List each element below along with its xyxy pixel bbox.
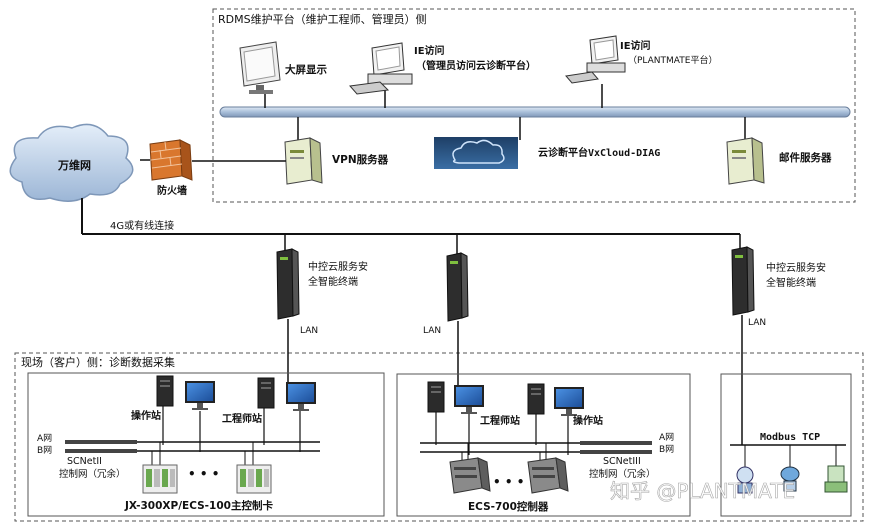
mid-net-b-label: B网 (659, 444, 674, 455)
bottom-zone-title: 现场（客户）侧：诊断数据采集 (21, 355, 175, 369)
engineer-station-2-icon (427, 381, 484, 414)
controller-card-2-icon (236, 464, 272, 494)
mid-net-a-bar (420, 441, 652, 445)
top-zone-title: RDMS维护平台（维护工程师、管理员）侧 (218, 12, 427, 26)
controller-card-1-icon (142, 464, 178, 494)
bottom-zone-frame (14, 352, 864, 522)
operator-station-2-icon (527, 383, 584, 416)
ecs700-controller-1-icon (449, 457, 491, 494)
left-engineer-label: 工程师站 (222, 412, 262, 425)
large-display-icon (239, 41, 281, 94)
top-zone-frame (212, 8, 856, 203)
right-site-frame (720, 373, 852, 517)
operator-station-1-icon (156, 375, 215, 410)
left-net-a-bar (65, 440, 320, 444)
left-net-a-label: A网 (37, 433, 52, 444)
left-controller-label: JX-300XP/ECS-100主控制卡 (124, 499, 273, 512)
vpn-server-label: VPN服务器 (332, 153, 389, 166)
ie-access-2-desc: （PLANTMATE平台） (628, 54, 717, 66)
left-net-b-label: B网 (37, 445, 52, 456)
large-display-label: 大屏显示 (285, 63, 327, 76)
terminal-1-label-line1: 中控云服务安 (308, 260, 368, 273)
engineer-station-1-icon (257, 377, 316, 411)
mid-net-name-line2: 控制网（冗余） (589, 468, 656, 480)
wan-link-label: 4G或有线连接 (110, 219, 174, 232)
terminal-3-label-line1: 中控云服务安 (766, 261, 826, 274)
modbus-label: Modbus TCP (760, 432, 820, 443)
mid-operator-label: 操作站 (573, 414, 603, 427)
admin-workstation-icon (349, 42, 413, 95)
terminal-1-lan-label: LAN (300, 326, 318, 336)
mid-controller-label: ECS-700控制器 (468, 500, 549, 513)
terminal-3-lan-label: LAN (748, 318, 766, 328)
cloud-platform-icon (434, 137, 518, 169)
firewall-label: 防火墙 (157, 184, 187, 197)
field-instrument-1-icon (736, 466, 754, 494)
ecs700-controller-2-icon (527, 457, 569, 494)
mail-server-label: 邮件服务器 (779, 151, 832, 164)
left-dots: • • • (188, 467, 219, 481)
ie-access-1-desc: （管理员访问云诊断平台） (416, 59, 536, 72)
left-operator-label: 操作站 (131, 409, 161, 422)
terminal-3-label-line2: 全智能终端 (766, 276, 816, 289)
mid-net-b-bar (420, 450, 652, 454)
ie-access-2-title: IE访问 (620, 39, 651, 52)
firewall-icon (149, 139, 193, 181)
vpn-server-icon (284, 137, 323, 185)
terminal-1-label-line2: 全智能终端 (308, 275, 358, 288)
mid-site-frame (396, 373, 691, 517)
mid-net-name-line1: SCNetIII (603, 456, 641, 467)
left-site-frame (27, 372, 385, 517)
smart-terminal-1-icon (276, 248, 300, 320)
plantmate-workstation-icon (565, 35, 626, 84)
ie-access-1-title: IE访问 (414, 44, 445, 57)
backbone-bus (219, 106, 851, 118)
field-instrument-3-icon (824, 465, 848, 493)
field-instrument-2-icon (780, 466, 800, 492)
smart-terminal-3-icon (731, 246, 755, 316)
mid-net-a-label: A网 (659, 432, 674, 443)
smart-terminal-2-icon (446, 252, 469, 322)
terminal-2-lan-label: LAN (423, 326, 441, 336)
cloud-platform-label: 云诊断平台VxCloud-DIAG (538, 146, 660, 159)
mid-engineer-label: 工程师站 (480, 414, 520, 427)
left-net-name-line1: SCNetII (67, 456, 102, 467)
mail-server-icon (726, 137, 765, 185)
internet-cloud-icon (9, 123, 134, 202)
left-net-b-bar (65, 449, 320, 453)
internet-label: 万维网 (57, 158, 91, 172)
watermark-text: 知乎 @PLANTMATE (610, 479, 795, 503)
mid-dots: • • • (493, 475, 524, 489)
left-net-name-line2: 控制网（冗余） (59, 468, 126, 480)
